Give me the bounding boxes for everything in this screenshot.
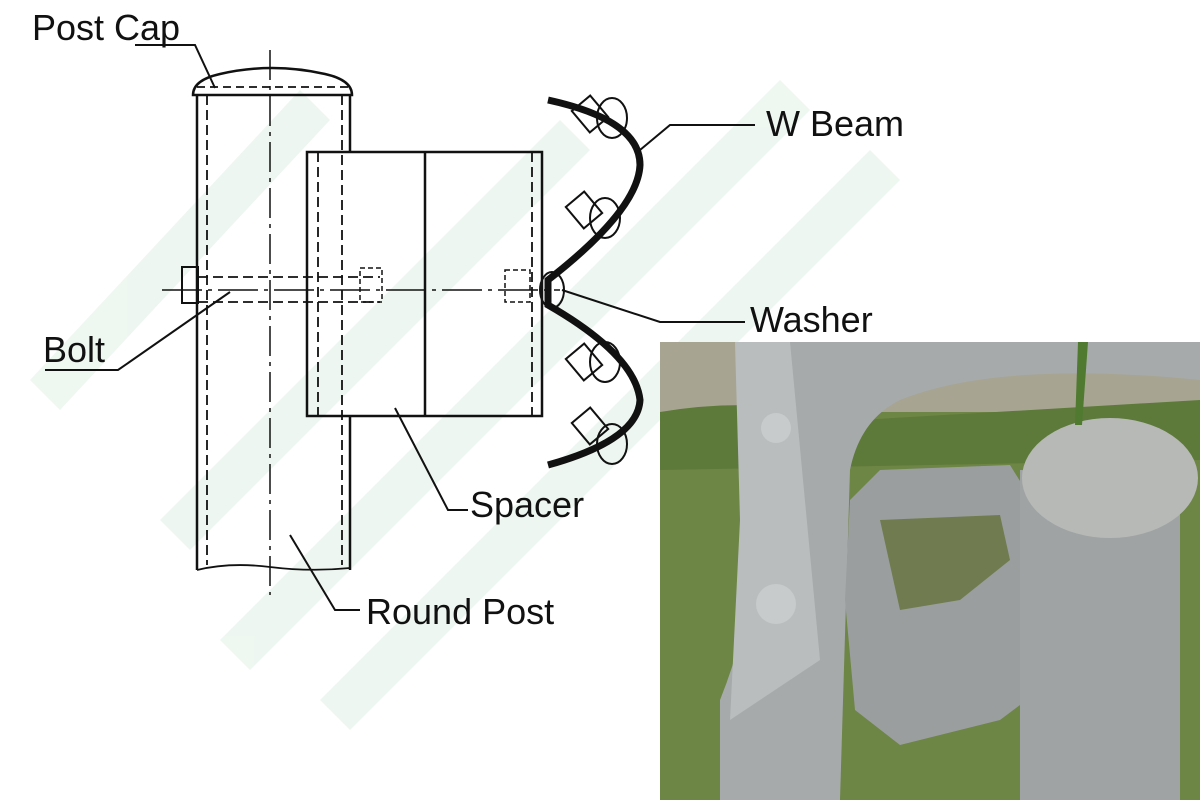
spacer (305, 150, 544, 418)
w-beam (539, 94, 644, 469)
label-bolt: Bolt (43, 329, 106, 370)
label-round-post: Round Post (366, 591, 555, 632)
label-post-cap: Post Cap (32, 7, 181, 48)
label-washer: Washer (750, 299, 873, 340)
photo-spacer (845, 465, 1040, 745)
round-post (195, 95, 352, 571)
photo-post-cap (1022, 418, 1198, 538)
leader-lines (45, 44, 755, 611)
post-cap (191, 66, 354, 97)
bolt (162, 266, 560, 304)
label-w-beam: W Beam (766, 103, 905, 144)
photo-w-beam (720, 342, 1200, 800)
installation-photo (660, 342, 1200, 800)
label-spacer: Spacer (470, 484, 585, 525)
